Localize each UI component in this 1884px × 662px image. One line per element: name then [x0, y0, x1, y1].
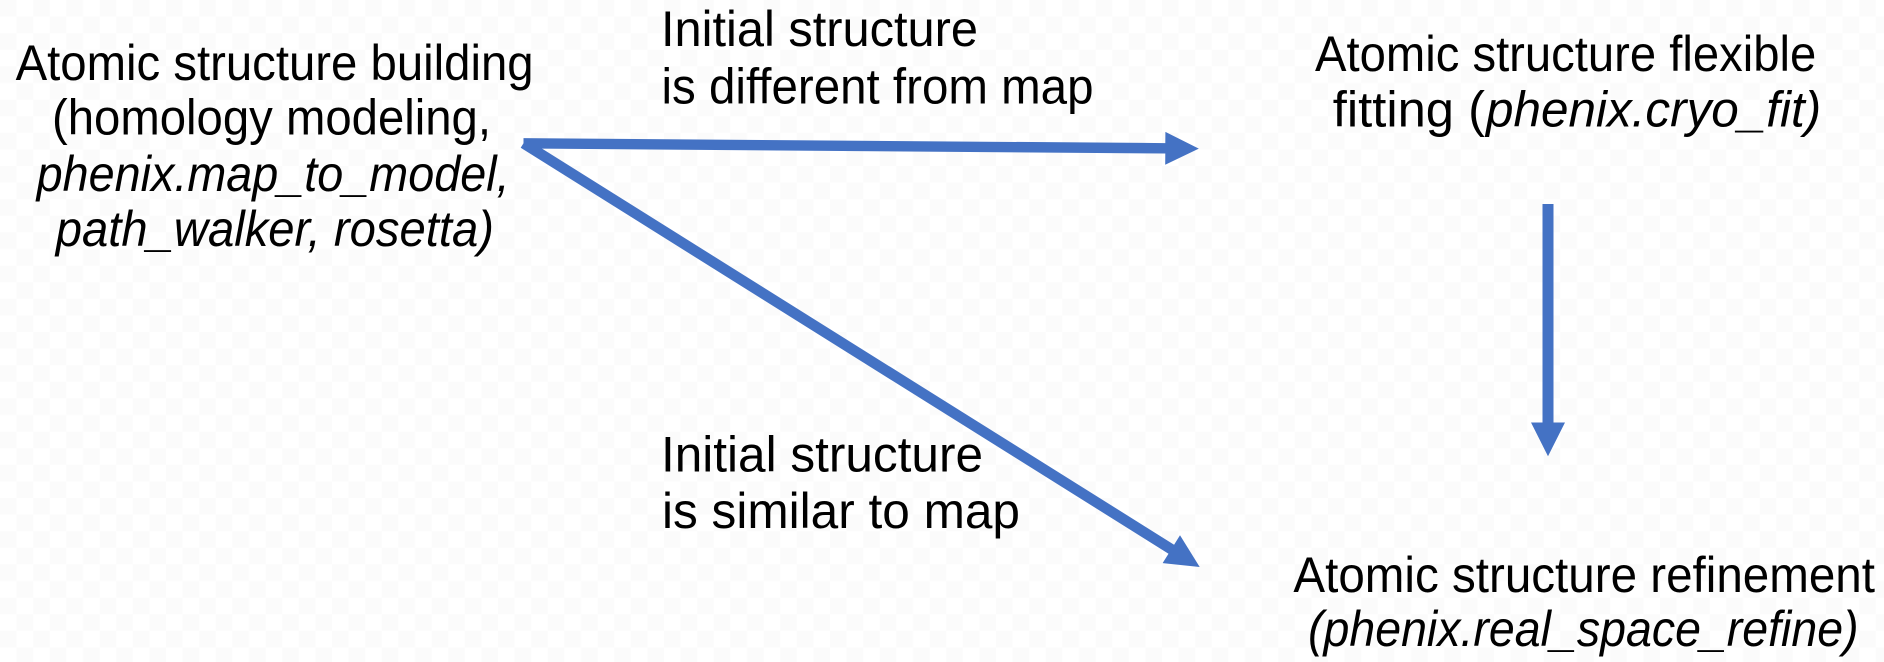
svg-text:Atomic structure refinement: Atomic structure refinement: [1293, 546, 1875, 603]
svg-text:(homology modeling,: (homology modeling,: [52, 89, 491, 146]
svg-text:phenix.cryo_fit): phenix.cryo_fit): [1484, 81, 1821, 138]
svg-text:phenix.map_to_model,: phenix.map_to_model,: [35, 145, 510, 202]
svg-text:Initial structure: Initial structure: [661, 425, 983, 482]
svg-text:Initial structure: Initial structure: [661, 0, 978, 57]
svg-text:(phenix.real_space_refine): (phenix.real_space_refine): [1308, 600, 1859, 657]
svg-text:Atomic structure flexible: Atomic structure flexible: [1315, 25, 1816, 82]
svg-text:path_walker, rosetta): path_walker, rosetta): [54, 200, 494, 257]
svg-text:fitting (: fitting (: [1333, 81, 1485, 138]
svg-text:is different from map: is different from map: [662, 57, 1094, 114]
svg-text:is similar to map: is similar to map: [662, 482, 1020, 539]
svg-text:Atomic structure building: Atomic structure building: [16, 34, 534, 91]
